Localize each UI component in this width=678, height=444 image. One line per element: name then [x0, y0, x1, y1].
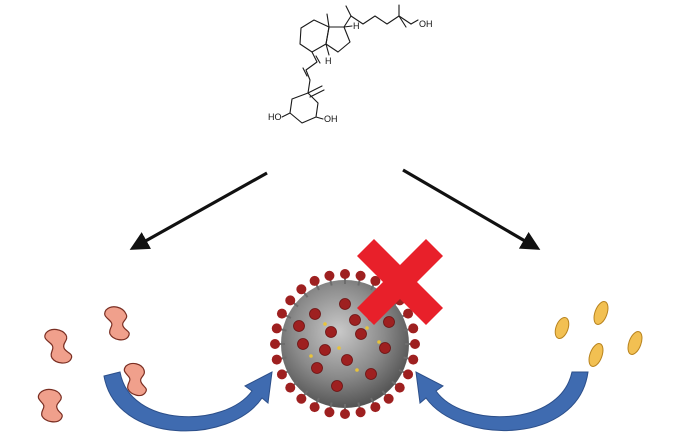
- virus-spike: [309, 308, 321, 320]
- five-membered-ring: [325, 26, 351, 53]
- virus-spike: [370, 275, 381, 286]
- virus-spike: [325, 326, 337, 338]
- virus-spike: [383, 316, 395, 328]
- triene-linker: [305, 51, 318, 81]
- pink-cell-icon: [123, 362, 147, 397]
- calcitriol-structure-icon: OH H H HO OH: [268, 4, 433, 124]
- virus-spike: [394, 382, 405, 393]
- side-chain: OH: [343, 4, 433, 29]
- virus-spike: [379, 342, 391, 354]
- pink-cell-icon: [104, 306, 130, 341]
- virus-spike: [370, 402, 381, 413]
- virus-spike: [271, 354, 282, 365]
- virus-spike: [403, 369, 414, 380]
- virus-spike: [324, 270, 335, 281]
- pink-cell-icon: [44, 328, 73, 364]
- virus-surface-dot: [309, 354, 313, 358]
- virus-spike: [355, 328, 367, 340]
- virus-spike: [285, 295, 296, 306]
- yellow-cell-icon: [554, 316, 570, 340]
- virus-spike: [319, 344, 331, 356]
- oh-side-chain-label: OH: [419, 19, 433, 29]
- yellow-cell-icon: [588, 343, 604, 367]
- virus-spike: [296, 393, 307, 404]
- yellow-cell-group: [554, 301, 643, 367]
- virus-surface-dot: [323, 322, 327, 326]
- virus-spike: [408, 323, 419, 334]
- virus-spike: [355, 407, 366, 418]
- six-membered-ring: [299, 19, 330, 53]
- pink-cell-group: [37, 306, 147, 423]
- pink-cell-icon: [37, 388, 63, 423]
- virus-spike: [331, 380, 343, 392]
- virus-spike: [276, 308, 287, 319]
- virus-spike: [403, 308, 414, 319]
- virus-spike: [340, 269, 350, 279]
- virus-spike: [285, 382, 296, 393]
- virus-surface-dot: [377, 340, 381, 344]
- virus-spike: [383, 393, 394, 404]
- coronavirus-icon: [270, 269, 420, 419]
- arrow-down-left: [129, 171, 268, 250]
- virus-spike: [309, 275, 320, 286]
- oh-ring-right-label: OH: [324, 114, 338, 124]
- h-upper-label: H: [353, 21, 360, 31]
- virus-spike: [340, 409, 350, 419]
- red-x-icon: [357, 239, 443, 325]
- virus-spike: [311, 362, 323, 374]
- arrow-down-right: [402, 168, 541, 250]
- virus-spike: [355, 270, 366, 281]
- curved-arrow-right: [415, 371, 589, 432]
- virus-spike: [293, 320, 305, 332]
- virus-spike: [271, 323, 282, 334]
- oh-ring-left-label: HO: [268, 112, 282, 122]
- virus-spike: [410, 339, 420, 349]
- virus-spike: [296, 284, 307, 295]
- virus-spike: [270, 339, 280, 349]
- curved-arrow-left: [103, 371, 273, 432]
- virus-spike: [339, 298, 351, 310]
- virus-surface-dot: [365, 326, 369, 330]
- virus-surface-dot: [355, 368, 359, 372]
- virus-spike: [276, 369, 287, 380]
- yellow-cell-icon: [627, 331, 643, 355]
- h-lower-label: H: [325, 56, 332, 66]
- virus-spike: [408, 354, 419, 365]
- virus-spike: [341, 354, 353, 366]
- virus-spike: [349, 314, 361, 326]
- virus-spike: [297, 338, 309, 350]
- virus-spike: [324, 407, 335, 418]
- virus-spike: [309, 402, 320, 413]
- virus-spike: [365, 368, 377, 380]
- a-ring: [289, 79, 319, 124]
- yellow-cell-icon: [593, 301, 609, 325]
- virus-surface-dot: [337, 346, 341, 350]
